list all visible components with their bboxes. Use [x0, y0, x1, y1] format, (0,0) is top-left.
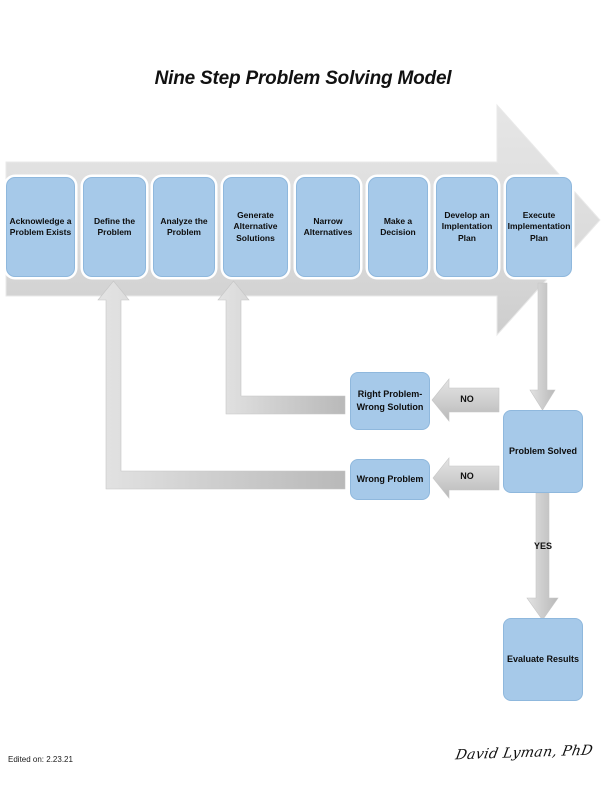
step-1-line-2: Problem Exists — [9, 227, 72, 237]
step-2-line-2: Problem — [97, 227, 132, 237]
right-problem-line-1: Right Problem- — [357, 389, 423, 399]
wrong-problem-line-1: Wrong Problem — [356, 474, 424, 484]
step-8-line-2: Implementation — [507, 221, 571, 232]
decision-box-right-problem-wrong-solution[interactable]: Right Problem- Wrong Solution — [350, 372, 430, 430]
step-box-6[interactable]: Make a Decision — [368, 177, 428, 277]
step-box-2[interactable]: Define the Problem — [83, 177, 146, 277]
arrow-yes-evaluate-results — [526, 492, 559, 621]
step-1-line-1: Acknowledge a — [9, 215, 72, 226]
step-6-line-1: Make a — [383, 215, 413, 226]
step-3-line-2: Problem — [166, 227, 201, 237]
right-problem-line-2: Wrong Solution — [356, 402, 424, 412]
step-4-line-1: Generate — [237, 209, 274, 220]
page-title: Nine Step Problem Solving Model — [154, 68, 452, 89]
problem-solved-line-1: Problem — [508, 446, 545, 456]
step-4-line-2: Alternative — [233, 221, 278, 232]
step-box-5[interactable]: Narrow Alternatives — [296, 177, 360, 277]
step-box-7[interactable]: Develop an Implentation Plan — [436, 177, 498, 277]
edited-on-label: Edited on: 2.23.21 — [8, 755, 73, 764]
step-6-line-2: Decision — [380, 227, 416, 237]
step-box-4[interactable]: Generate Alternative Solutions — [223, 177, 288, 277]
edge-label-no-upper: NO — [460, 394, 474, 404]
evaluate-results-line-1: Evaluate — [506, 654, 544, 664]
evaluate-results-line-2: Results — [546, 654, 580, 664]
problem-solved-line-2: Solved — [547, 446, 578, 456]
step-4-line-3: Solutions — [236, 232, 275, 243]
step-box-1[interactable]: Acknowledge a Problem Exists — [6, 177, 75, 277]
decision-box-problem-solved[interactable]: Problem Solved — [503, 410, 583, 493]
edge-label-yes: YES — [533, 541, 552, 551]
step-7-line-1: Develop an — [444, 209, 490, 220]
step-7-line-3: Plan — [458, 232, 476, 243]
decision-box-wrong-problem[interactable]: Wrong Problem — [350, 459, 430, 500]
step-box-3[interactable]: Analyze the Problem — [153, 177, 215, 277]
step-5-line-1: Narrow — [313, 215, 343, 226]
step-8-line-1: Execute — [522, 209, 556, 220]
edge-label-no-lower: NO — [460, 471, 474, 481]
author-signature: David Lyman, PhD — [453, 742, 594, 764]
step-7-line-2: Implentation — [441, 221, 493, 232]
step-5-line-2: Alternatives — [303, 227, 353, 237]
step-3-line-1: Analyze the — [160, 215, 208, 226]
step-2-line-1: Define the — [93, 215, 136, 226]
step-8-line-3: Plan — [530, 232, 548, 243]
decision-box-evaluate-results[interactable]: Evaluate Results — [503, 618, 583, 701]
step-box-8[interactable]: Execute Implementation Plan — [506, 177, 572, 277]
